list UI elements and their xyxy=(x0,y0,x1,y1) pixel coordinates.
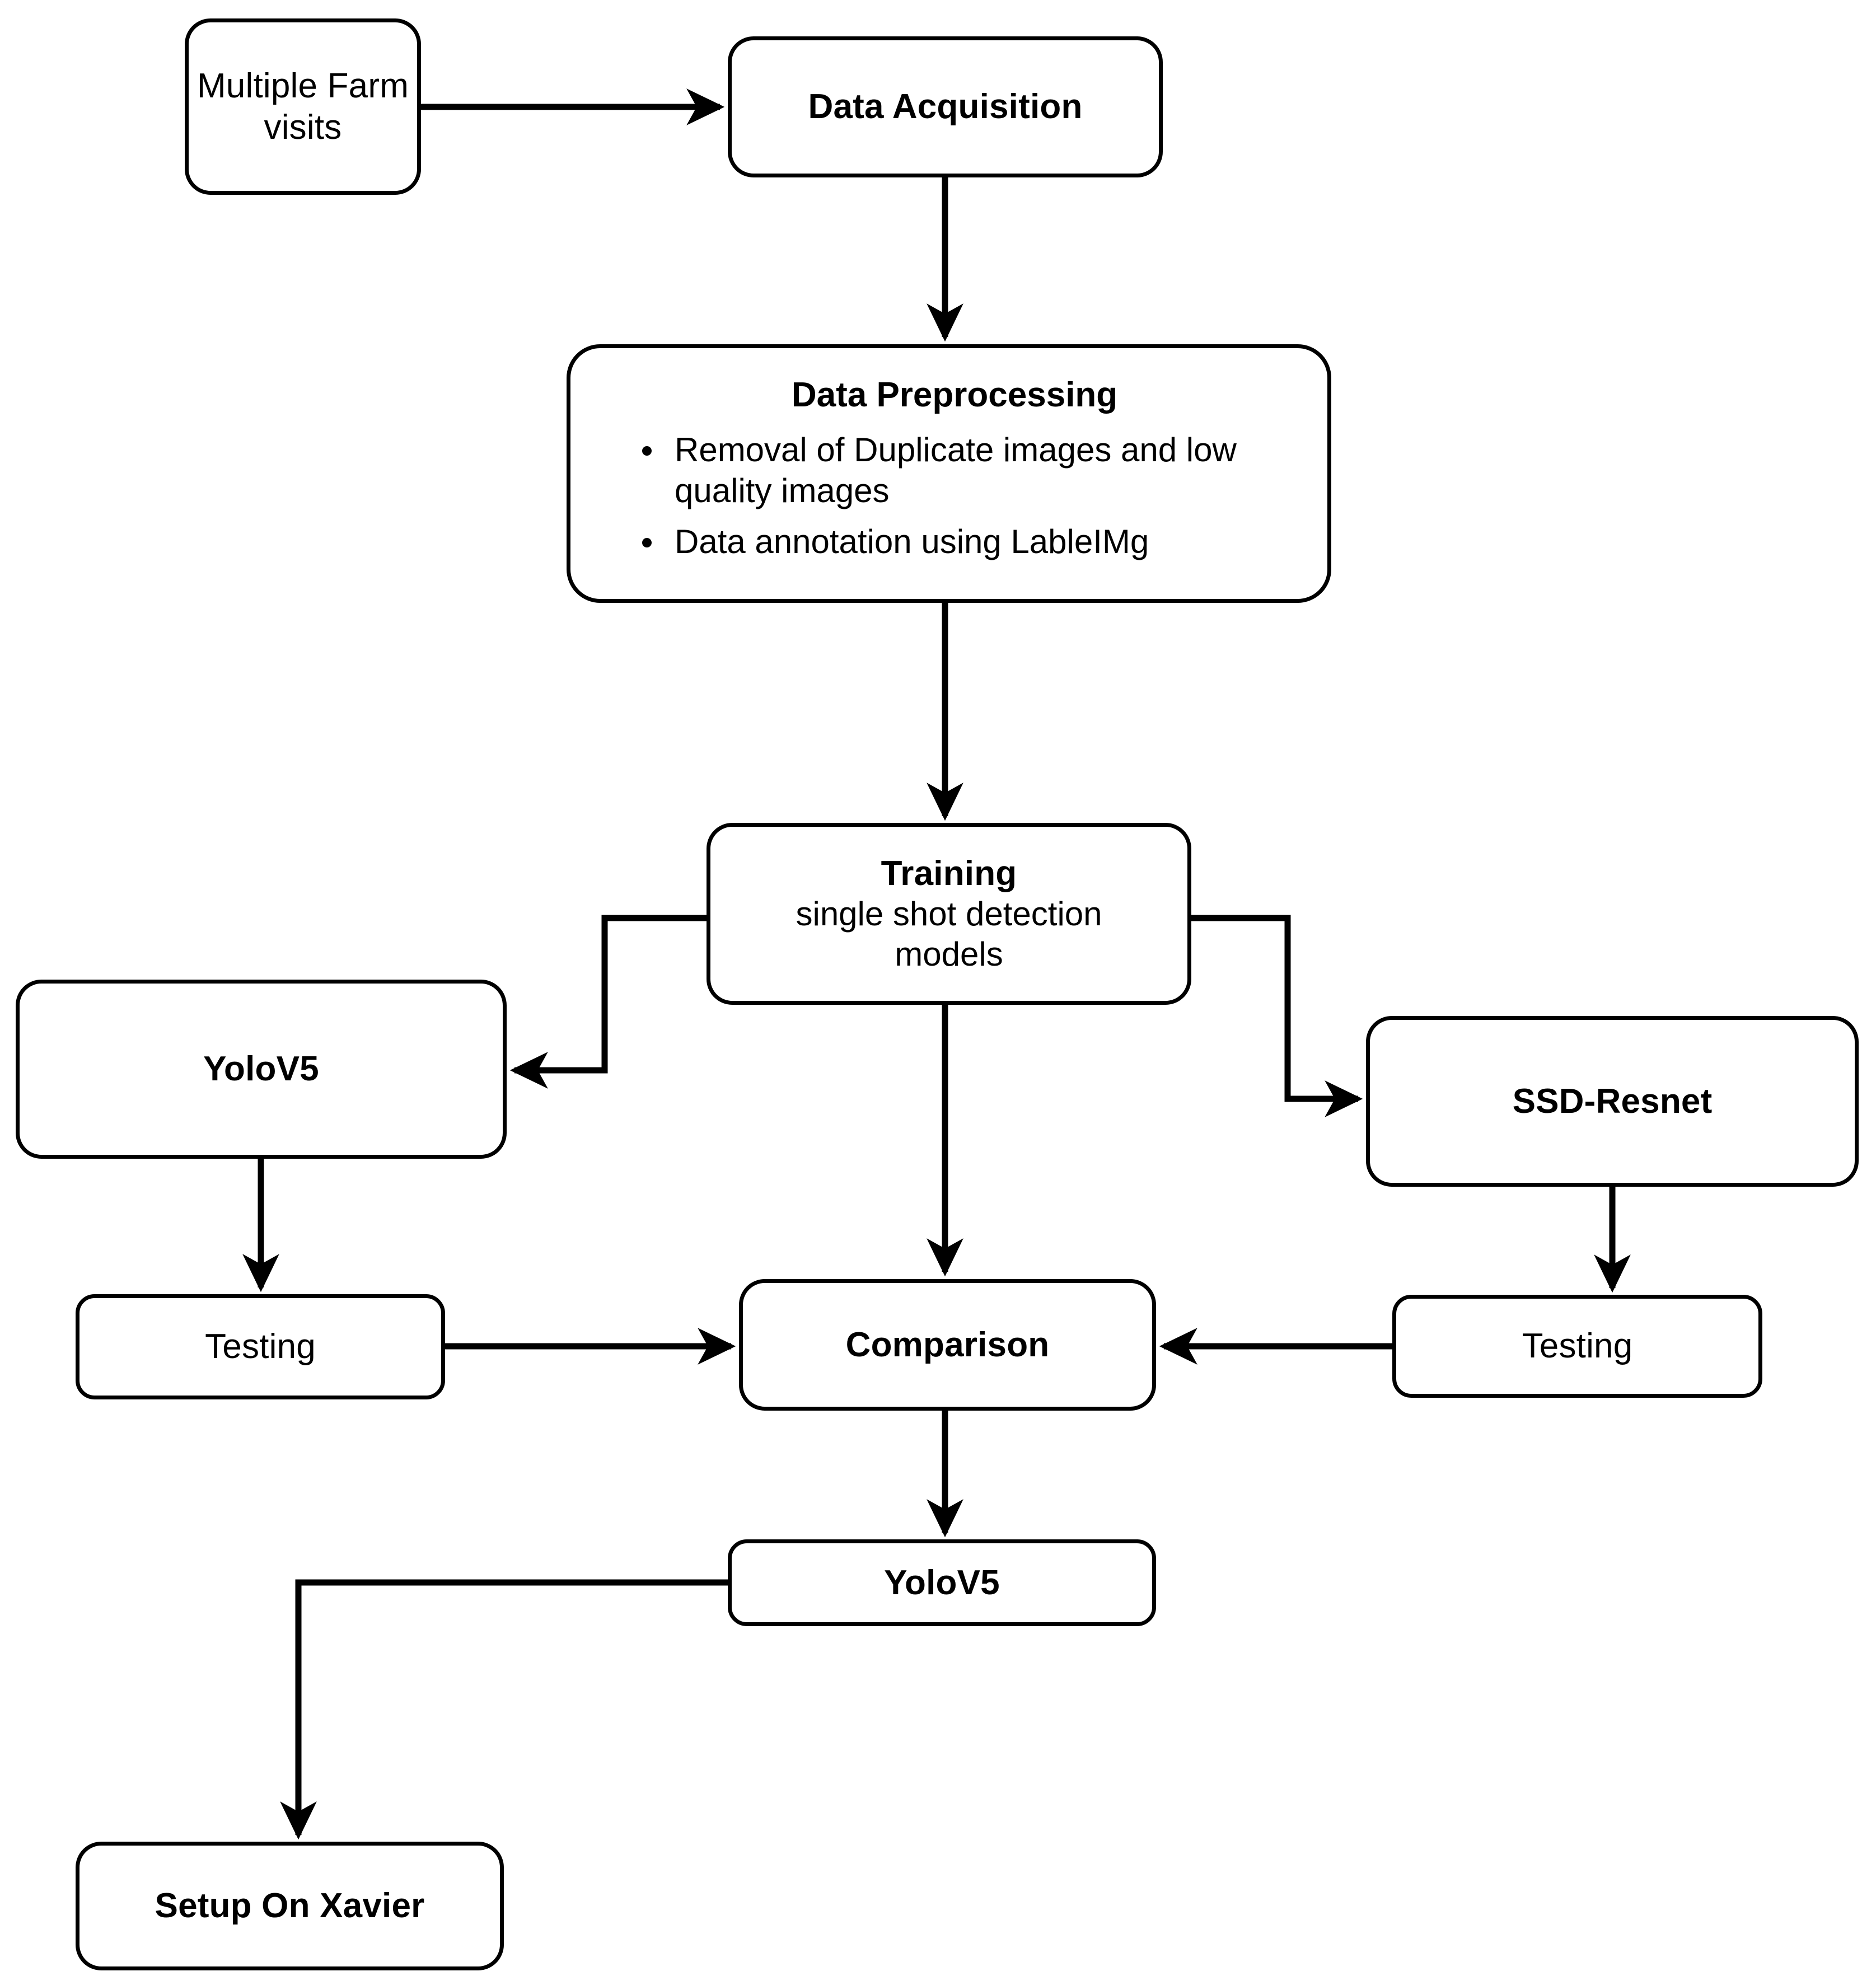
node-label-multiple-farm-visits: Multiple Farm visits xyxy=(197,67,409,147)
list-item: Removal of Duplicate images and low qual… xyxy=(642,429,1305,511)
node-multiple-farm-visits[interactable]: Multiple Farm visits xyxy=(185,18,421,195)
node-label-ssd-resnet: SSD-Resnet xyxy=(1512,1081,1713,1121)
node-heading-data-preprocessing: Data Preprocessing xyxy=(791,375,1118,414)
edge-training-to-ssdresnet xyxy=(1191,915,1363,1117)
node-testing-right[interactable]: Testing xyxy=(1392,1295,1762,1398)
edge-yolov5-bottom-to-setup-xavier xyxy=(280,1579,728,1840)
node-data-preprocessing[interactable]: Data Preprocessing Removal of Duplicate … xyxy=(567,344,1331,603)
node-label-data-acquisition: Data Acquisition xyxy=(808,87,1083,127)
node-yolov5-bottom[interactable]: YoloV5 xyxy=(728,1539,1156,1626)
node-data-acquisition[interactable]: Data Acquisition xyxy=(728,36,1163,177)
preprocessing-bullet-list: Removal of Duplicate images and low qual… xyxy=(621,429,1305,563)
node-label-setup-on-xavier: Setup On Xavier xyxy=(155,1886,425,1926)
node-testing-left[interactable]: Testing xyxy=(76,1294,445,1399)
node-label-training: Training xyxy=(881,854,1017,893)
node-yolov5-left[interactable]: YoloV5 xyxy=(16,980,507,1159)
node-label-yolov5-bottom: YoloV5 xyxy=(884,1563,1000,1602)
node-label-comparison: Comparison xyxy=(845,1325,1050,1364)
node-label-yolov5-left: YoloV5 xyxy=(203,1050,319,1089)
node-comparison[interactable]: Comparison xyxy=(739,1279,1156,1411)
node-label-testing-left: Testing xyxy=(205,1327,316,1366)
edge-training-to-yolov5 xyxy=(509,915,707,1089)
node-label-testing-right: Testing xyxy=(1522,1327,1633,1366)
node-ssd-resnet[interactable]: SSD-Resnet xyxy=(1366,1016,1859,1187)
node-setup-on-xavier[interactable]: Setup On Xavier xyxy=(76,1842,504,1970)
node-training[interactable]: Training single shot detection models xyxy=(707,823,1191,1005)
node-sublabel-training: single shot detection models xyxy=(796,895,1102,973)
list-item: Data annotation using LableIMg xyxy=(642,521,1305,562)
